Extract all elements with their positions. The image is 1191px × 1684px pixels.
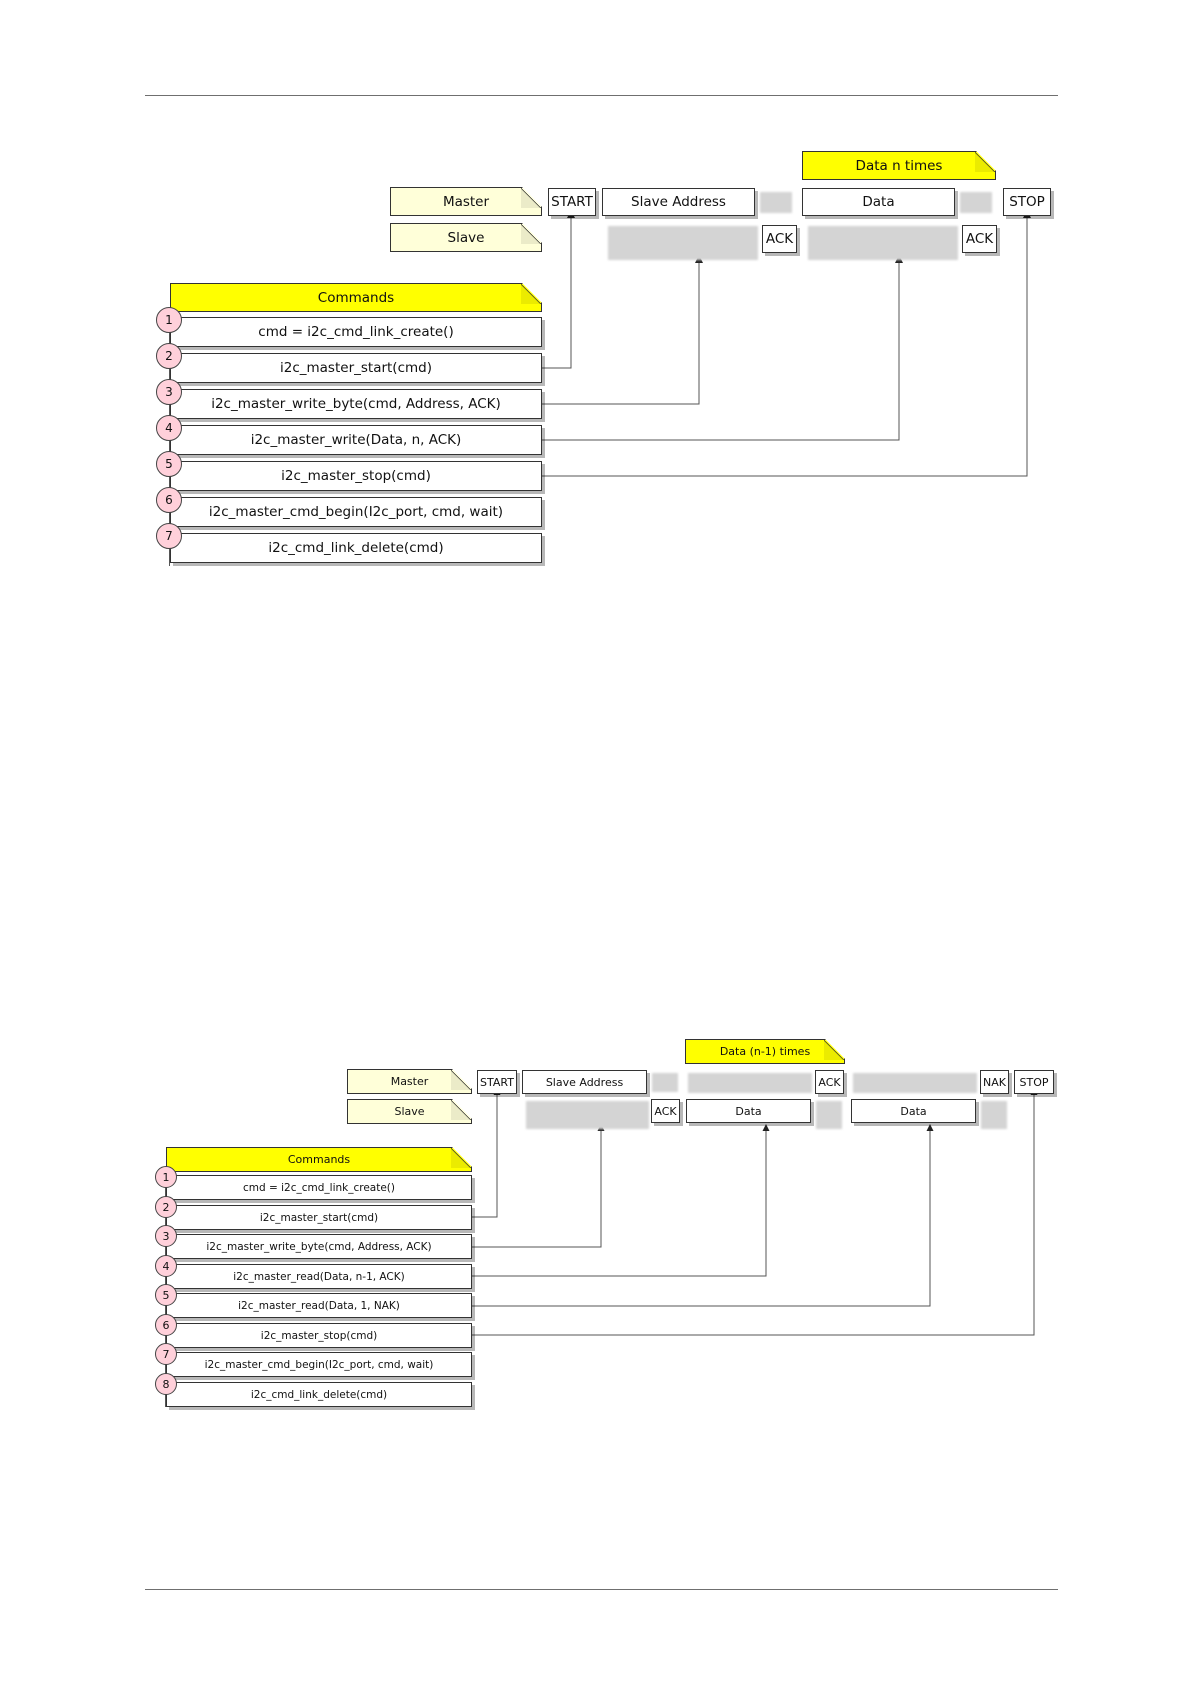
step-badge: 5 xyxy=(156,451,182,477)
step-badge: 2 xyxy=(156,343,182,369)
wire-start xyxy=(472,1088,501,1218)
slave-gap xyxy=(608,226,758,260)
step-badge: 6 xyxy=(155,1314,177,1336)
step-badge: 5 xyxy=(155,1284,177,1306)
stop-box: STOP xyxy=(1003,188,1051,216)
slave-address-box: Slave Address xyxy=(602,188,755,216)
ack-box: ACK xyxy=(815,1070,844,1094)
write-connector-lines xyxy=(542,210,1031,477)
slave-note: Slave xyxy=(390,223,542,252)
command-row: i2c_cmd_link_delete(cmd) xyxy=(170,533,542,563)
slave-note: Slave xyxy=(347,1099,472,1124)
step-badge: 1 xyxy=(156,307,182,333)
loop-note: Data (n-1) times xyxy=(685,1039,845,1064)
commands-note: Commands xyxy=(170,283,542,312)
command-row: i2c_cmd_link_delete(cmd) xyxy=(166,1382,472,1407)
slave-address-box: Slave Address xyxy=(522,1070,647,1094)
slave-gap xyxy=(981,1101,1007,1129)
step-badge: 8 xyxy=(155,1373,177,1395)
command-row: i2c_master_start(cmd) xyxy=(170,353,542,383)
ack-box: ACK xyxy=(651,1099,680,1123)
start-box: START xyxy=(548,188,596,216)
master-note: Master xyxy=(347,1069,472,1094)
command-row: i2c_master_stop(cmd) xyxy=(166,1323,472,1348)
master-gap xyxy=(688,1073,812,1093)
step-badge: 6 xyxy=(156,487,182,513)
command-row: i2c_master_read(Data, n-1, ACK) xyxy=(166,1264,472,1289)
command-row: cmd = i2c_cmd_link_create() xyxy=(170,317,542,347)
ack-box: ACK xyxy=(962,225,997,253)
command-row: cmd = i2c_cmd_link_create() xyxy=(166,1175,472,1200)
command-row: i2c_master_write_byte(cmd, Address, ACK) xyxy=(166,1234,472,1259)
step-badge: 3 xyxy=(155,1225,177,1247)
wire-stop xyxy=(542,210,1031,477)
stop-box: STOP xyxy=(1014,1070,1054,1094)
step-badge: 2 xyxy=(155,1196,177,1218)
wire-slave-address xyxy=(542,255,703,405)
footer-rule xyxy=(145,1589,1058,1590)
command-row: i2c_master_read(Data, 1, NAK) xyxy=(166,1293,472,1318)
start-box: START xyxy=(477,1070,517,1094)
command-row: i2c_master_cmd_begin(I2c_port, cmd, wait… xyxy=(170,497,542,527)
wire-data-1 xyxy=(472,1124,770,1277)
master-gap xyxy=(760,192,792,213)
command-row: i2c_master_write_byte(cmd, Address, ACK) xyxy=(170,389,542,419)
data-box: Data xyxy=(802,188,955,216)
slave-gap xyxy=(808,226,958,260)
nak-box: NAK xyxy=(980,1070,1009,1094)
i2c-write-diagram: Data n times Master Slave START Slave Ad… xyxy=(0,0,1191,600)
ack-box: ACK xyxy=(762,225,797,253)
slave-gap xyxy=(526,1101,649,1129)
step-badge: 7 xyxy=(156,523,182,549)
command-row: i2c_master_stop(cmd) xyxy=(170,461,542,491)
master-note: Master xyxy=(390,187,542,216)
slave-gap xyxy=(816,1101,842,1129)
data-box: Data xyxy=(851,1099,976,1123)
wire-data xyxy=(542,255,903,441)
step-badge: 7 xyxy=(155,1343,177,1365)
data-box: Data xyxy=(686,1099,811,1123)
step-badge: 4 xyxy=(156,415,182,441)
master-gap xyxy=(960,192,992,213)
command-row: i2c_master_cmd_begin(I2c_port, cmd, wait… xyxy=(166,1352,472,1377)
commands-note: Commands xyxy=(166,1147,472,1172)
wire-start xyxy=(542,210,575,369)
header-rule xyxy=(145,95,1058,96)
i2c-read-diagram: Data (n-1) times Master Slave START Slav… xyxy=(155,0,1054,1407)
wire-stop xyxy=(472,1088,1038,1336)
step-badge: 3 xyxy=(156,379,182,405)
step-badge: 1 xyxy=(155,1166,177,1188)
wire-slave-address xyxy=(472,1124,605,1248)
command-row: i2c_master_write(Data, n, ACK) xyxy=(170,425,542,455)
step-badge: 4 xyxy=(155,1255,177,1277)
read-connector-lines xyxy=(472,1088,1038,1336)
wire-data-2 xyxy=(472,1124,934,1307)
master-gap xyxy=(652,1073,678,1092)
master-gap xyxy=(853,1073,977,1093)
command-row: i2c_master_start(cmd) xyxy=(166,1205,472,1230)
